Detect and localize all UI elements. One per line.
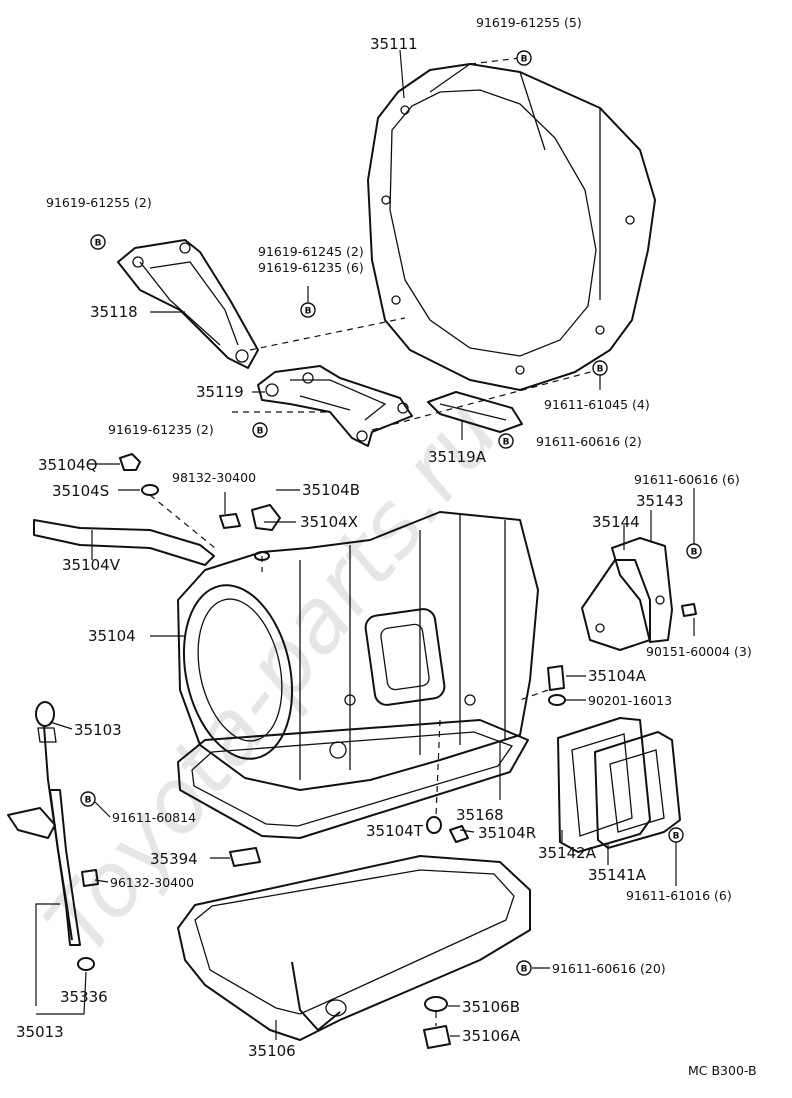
label-91619-61245-2: 91619-61245 (2) [258, 244, 364, 259]
svg-text:B: B [521, 55, 528, 65]
watermark-text: Toyota-parts.ru [25, 382, 518, 973]
label-35104V: 35104V [62, 556, 121, 574]
label-35119: 35119 [196, 383, 244, 401]
label-35142A: 35142A [538, 844, 597, 862]
bolt-mark-icon: B [252, 422, 268, 438]
plate-35119A [427, 391, 523, 433]
bolt-mark-icon: B [516, 50, 532, 66]
label-35119A: 35119A [428, 448, 487, 466]
bolt-mark-icon: B [300, 302, 316, 318]
svg-text:B: B [503, 438, 510, 448]
label-35104T: 35104T [366, 822, 424, 840]
bolt-mark-icon: B [80, 791, 96, 807]
label-98132-30400-top: 98132-30400 [172, 470, 256, 485]
transmission-case-35104 [177, 511, 539, 791]
label-91611-61016-6: 91611-61016 (6) [626, 888, 732, 903]
svg-text:B: B [673, 832, 680, 842]
svg-text:B: B [691, 548, 698, 558]
label-91619-61255-5: 91619-61255 (5) [476, 15, 582, 30]
label-91619-61235-2: 91619-61235 (2) [108, 422, 214, 437]
label-91611-60616-2: 91611-60616 (2) [536, 434, 642, 449]
label-35104S: 35104S [52, 482, 109, 500]
bolt-mark-icon: B [90, 234, 106, 250]
alignment-lines [149, 57, 599, 1026]
label-35013: 35013 [16, 1023, 64, 1041]
svg-text:B: B [597, 365, 604, 375]
label-35118: 35118 [90, 303, 138, 321]
label-35104: 35104 [88, 627, 136, 645]
bolt-mark-icons: B B B B B B B B B B [80, 50, 702, 976]
bolt-mark-icon: B [668, 827, 684, 843]
label-91611-60616-20: 91611-60616 (20) [552, 961, 666, 976]
svg-text:B: B [95, 239, 102, 249]
covers-35143-35144 [581, 537, 673, 651]
label-35168: 35168 [456, 806, 504, 824]
svg-text:B: B [257, 427, 264, 437]
bolt-mark-icon: B [516, 960, 532, 976]
diagram-code: MC B300-B [688, 1063, 757, 1078]
label-35106A: 35106A [462, 1027, 521, 1045]
svg-text:B: B [521, 965, 528, 975]
label-35143: 35143 [636, 492, 684, 510]
leader-lines [35, 49, 695, 1040]
label-35106B: 35106B [462, 998, 520, 1016]
label-91619-61235-6: 91619-61235 (6) [258, 260, 364, 275]
label-35144: 35144 [592, 513, 640, 531]
oil-pan-35106 [177, 855, 531, 1041]
svg-text:B: B [85, 796, 92, 806]
label-91619-61255-2: 91619-61255 (2) [46, 195, 152, 210]
svg-text:B: B [305, 307, 312, 317]
label-96132-30400: 96132-30400 [110, 875, 194, 890]
label-35104X: 35104X [300, 513, 358, 531]
bracket-35118 [117, 239, 259, 369]
bolt-mark-icon: B [498, 433, 514, 449]
label-90151-60004-3: 90151-60004 (3) [646, 644, 752, 659]
label-90201-16013: 90201-16013 [588, 693, 672, 708]
label-35106: 35106 [248, 1042, 296, 1060]
gasket-35168 [177, 719, 529, 839]
pan-covers-35142A-35141A [557, 717, 681, 853]
label-35104B: 35104B [302, 481, 360, 499]
label-35111: 35111 [370, 35, 418, 53]
label-91611-60616-6: 91611-60616 (6) [634, 472, 740, 487]
converter-housing-35111 [367, 63, 656, 391]
label-35104R: 35104R [478, 824, 536, 842]
label-35103: 35103 [74, 721, 122, 739]
label-35336: 35336 [60, 988, 108, 1006]
label-35394: 35394 [150, 850, 198, 868]
label-35141A: 35141A [588, 866, 647, 884]
small-parts [33, 453, 697, 1049]
filler-tube-35013 [7, 789, 81, 946]
label-35104Q: 35104Q [38, 456, 98, 474]
label-91611-61045-4: 91611-61045 (4) [544, 397, 650, 412]
bracket-35119 [257, 365, 413, 447]
label-35104A: 35104A [588, 667, 647, 685]
label-91611-60814: 91611-60814 [112, 810, 196, 825]
bolt-mark-icon: B [686, 543, 702, 559]
part-labels: 91619-61255 (5) 35111 91619-61255 (2) 91… [16, 15, 757, 1078]
bolt-mark-icon: B [592, 360, 608, 376]
